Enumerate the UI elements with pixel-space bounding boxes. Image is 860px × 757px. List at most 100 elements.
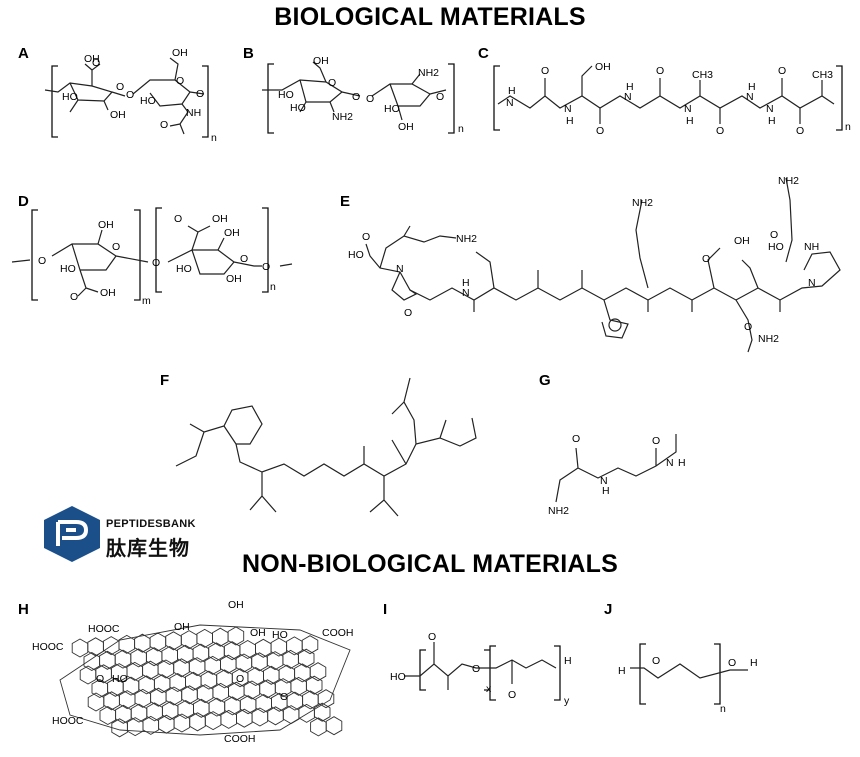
hexagon-cell xyxy=(177,644,194,664)
atom-label: HO xyxy=(112,673,128,685)
panel-h: H HOOC HOOC HOOC COOH COOH OH OH OH HO H… xyxy=(18,599,354,745)
atom-label: OH xyxy=(84,53,100,65)
atom-label: O xyxy=(366,93,374,105)
hexagon-cell xyxy=(227,626,245,646)
hexagon-cell xyxy=(134,688,152,708)
logo-wordmark-english: PEPTIDESBANK xyxy=(106,518,196,530)
hexagon-cell xyxy=(325,716,343,736)
hexagon-cell xyxy=(99,705,117,726)
panel-label: B xyxy=(243,45,254,62)
atom-label: H xyxy=(618,665,626,677)
atom-label: N xyxy=(600,475,608,487)
bracket-left xyxy=(155,207,162,293)
hexagon-cell xyxy=(118,690,136,710)
bracket-left xyxy=(493,65,500,131)
hexagon-cell xyxy=(224,696,241,716)
ring-bond xyxy=(44,82,114,102)
hexagon-cell xyxy=(130,703,148,723)
panel-b: B n OH O HO HO O NH2 NH2 O HO OH O xyxy=(243,45,464,135)
atom-label: O xyxy=(196,88,204,100)
atom-label: HO xyxy=(384,103,400,115)
ring-bond xyxy=(371,83,431,107)
atom-label: N xyxy=(564,103,572,115)
atom-label: N xyxy=(396,263,404,275)
hexagon-cell xyxy=(145,647,163,667)
atom-label: O xyxy=(280,691,288,703)
atom-label: HO xyxy=(176,263,192,275)
hexagon-cell xyxy=(208,642,225,662)
atom-label: CH3 xyxy=(812,69,833,81)
atom-label: O xyxy=(702,253,710,265)
atom-label: OH xyxy=(250,627,266,639)
benzene-ring xyxy=(608,318,622,332)
atom-label: NH2 xyxy=(778,175,799,187)
hexagon-cell xyxy=(157,659,175,679)
atom-label: NH2 xyxy=(548,505,569,517)
atom-label: O xyxy=(428,631,436,643)
atom-label: O xyxy=(796,125,804,137)
bracket-left xyxy=(267,63,274,134)
substituent-bond xyxy=(77,229,149,297)
atom-label: HOOC xyxy=(32,641,64,653)
hexagon-cell xyxy=(150,687,167,707)
hexagon-cell xyxy=(282,649,299,669)
atom-label: NH xyxy=(186,107,201,119)
hexagon-cell xyxy=(286,691,304,711)
hexagon-cell xyxy=(204,711,222,731)
hexagon-cell xyxy=(161,645,178,666)
atom-label: O xyxy=(652,655,660,667)
bracket-right xyxy=(134,209,141,301)
atom-label: NH2 xyxy=(332,111,353,123)
hexagon-cell xyxy=(255,693,272,714)
peptidesbank-logo-icon xyxy=(44,506,100,562)
hexagon-cell xyxy=(193,698,210,718)
hexagon-cell xyxy=(177,699,194,720)
atom-label: OH xyxy=(734,235,750,247)
atom-label: O xyxy=(352,91,360,103)
bracket-right xyxy=(448,63,455,134)
hexagon-cell xyxy=(204,655,221,675)
atom-label: OH xyxy=(110,109,126,121)
atom-label: O xyxy=(38,255,46,267)
atom-label: O xyxy=(728,657,736,669)
panel-g: G NH2 N H O O N H xyxy=(539,372,686,517)
atom-label: NH2 xyxy=(758,333,779,345)
atom-label: O xyxy=(436,91,444,103)
atom-label: O xyxy=(92,57,100,69)
hexagon-cell xyxy=(146,702,163,722)
substituent-bond xyxy=(397,73,447,121)
ring-bond xyxy=(262,79,344,103)
non-biological-materials-heading: NON-BIOLOGICAL MATERIALS xyxy=(241,550,619,578)
atom-label: H xyxy=(566,115,574,127)
atom-label: O xyxy=(716,125,724,137)
hexagon-cell xyxy=(294,663,311,683)
hexagon-cell xyxy=(126,661,144,681)
atom-label: OH xyxy=(212,213,228,225)
atom-label: NH2 xyxy=(632,197,653,209)
atom-label: O xyxy=(472,663,480,675)
atom-label: O xyxy=(240,253,248,265)
hexagon-cell xyxy=(181,685,198,705)
hexagon-cell xyxy=(192,643,210,663)
hexagon-cell xyxy=(236,708,253,728)
hexagon-cell xyxy=(251,707,269,727)
panel-i: I HO O O O H x y xyxy=(383,601,572,707)
atom-label: O xyxy=(70,291,78,303)
repeat-index: n xyxy=(211,132,217,144)
panel-label: A xyxy=(18,45,29,62)
hexagon-cell xyxy=(310,717,327,737)
atom-label: H xyxy=(462,277,470,289)
atom-label: O xyxy=(508,689,516,701)
repeat-index: n xyxy=(458,123,464,135)
hexagon-cell xyxy=(301,635,319,655)
atom-label: COOH xyxy=(322,627,354,639)
atom-label: x xyxy=(486,683,492,695)
atom-label: O xyxy=(596,125,604,137)
atom-label: O xyxy=(96,673,104,685)
panel-label: I xyxy=(383,601,387,618)
hexagon-cell xyxy=(142,715,160,735)
atom-label: NH2 xyxy=(418,67,439,79)
hexagon-cell xyxy=(130,648,147,668)
skeleton-bond xyxy=(555,434,677,503)
